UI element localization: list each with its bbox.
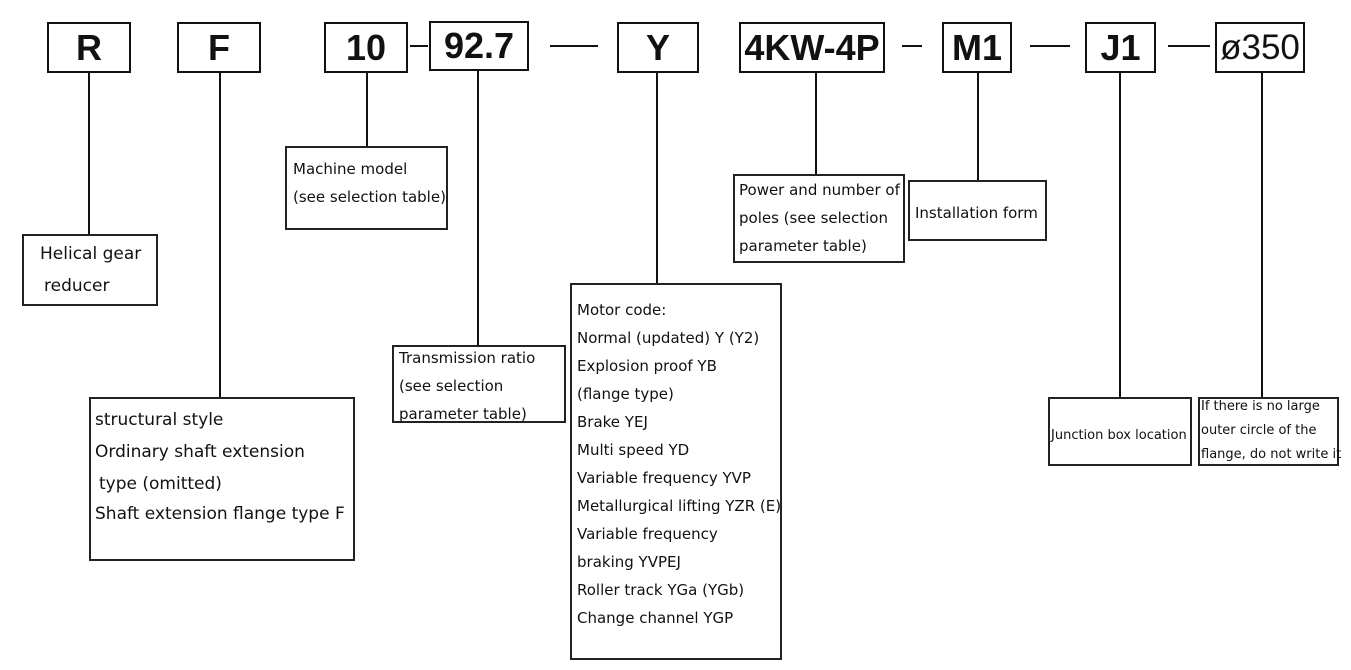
desc-helical-gear-reducer: Helical gear reducer	[22, 234, 158, 306]
desc-flange-note: If there is no large outer circle of the…	[1198, 397, 1342, 466]
desc-line: flange, do not write it	[1201, 447, 1342, 462]
desc-motor-code: Motor code: Normal (updated) Y (Y2) Expl…	[570, 283, 782, 660]
desc-line: structural style	[95, 410, 224, 430]
code-box-r: R	[47, 22, 131, 73]
desc-line: parameter table)	[399, 405, 527, 423]
desc-machine-model: Machine model (see selection table)	[285, 146, 448, 230]
code-box-flange: ø350	[1215, 22, 1305, 73]
desc-line: (flange type)	[577, 385, 674, 403]
desc-installation-form: Installation form	[908, 180, 1047, 241]
desc-line: Power and number of	[739, 181, 900, 199]
desc-line: Motor code:	[577, 301, 667, 319]
code-box-install: M1	[942, 22, 1012, 73]
desc-line: reducer	[44, 276, 110, 296]
desc-line: braking YVPEJ	[577, 553, 681, 571]
desc-line: Junction box location	[1051, 428, 1187, 443]
desc-transmission-ratio: Transmission ratio (see selection parame…	[392, 345, 566, 423]
code-box-f: F	[177, 22, 261, 73]
code-box-motor: Y	[617, 22, 699, 73]
code-box-power: 4KW-4P	[739, 22, 885, 73]
desc-line: Change channel YGP	[577, 609, 734, 627]
desc-line: type (omitted)	[99, 474, 222, 494]
desc-line: poles (see selection	[739, 209, 888, 227]
code-box-ratio: 92.7	[429, 21, 529, 71]
desc-power-poles: Power and number of poles (see selection…	[733, 174, 905, 263]
desc-line: Multi speed YD	[577, 441, 690, 459]
desc-line: outer circle of the	[1201, 423, 1317, 438]
desc-line: Ordinary shaft extension	[95, 442, 305, 462]
code-box-model: 10	[324, 22, 408, 73]
desc-line: Normal (updated) Y (Y2)	[577, 329, 760, 347]
desc-line: parameter table)	[739, 237, 867, 255]
code-box-junction: J1	[1085, 22, 1156, 73]
desc-line: Brake YEJ	[577, 413, 648, 431]
desc-line: (see selection table)	[293, 188, 446, 206]
desc-line: Variable frequency	[577, 525, 718, 543]
desc-structural-style: structural style Ordinary shaft extensio…	[89, 397, 355, 561]
desc-line: Metallurgical lifting YZR (E)	[577, 497, 782, 515]
desc-line: If there is no large	[1201, 399, 1320, 414]
desc-line: Shaft extension flange type F	[95, 504, 345, 524]
desc-line: (see selection	[399, 377, 504, 395]
desc-line: Explosion proof YB	[577, 357, 717, 375]
desc-line: Roller track YGa (YGb)	[577, 581, 745, 599]
desc-line: Transmission ratio	[399, 349, 536, 367]
desc-line: Helical gear	[40, 244, 142, 264]
desc-line: Machine model	[293, 160, 408, 178]
desc-line: Installation form	[915, 204, 1038, 222]
desc-junction-box-location: Junction box location	[1048, 397, 1192, 466]
desc-line: Variable frequency YVP	[577, 469, 751, 487]
